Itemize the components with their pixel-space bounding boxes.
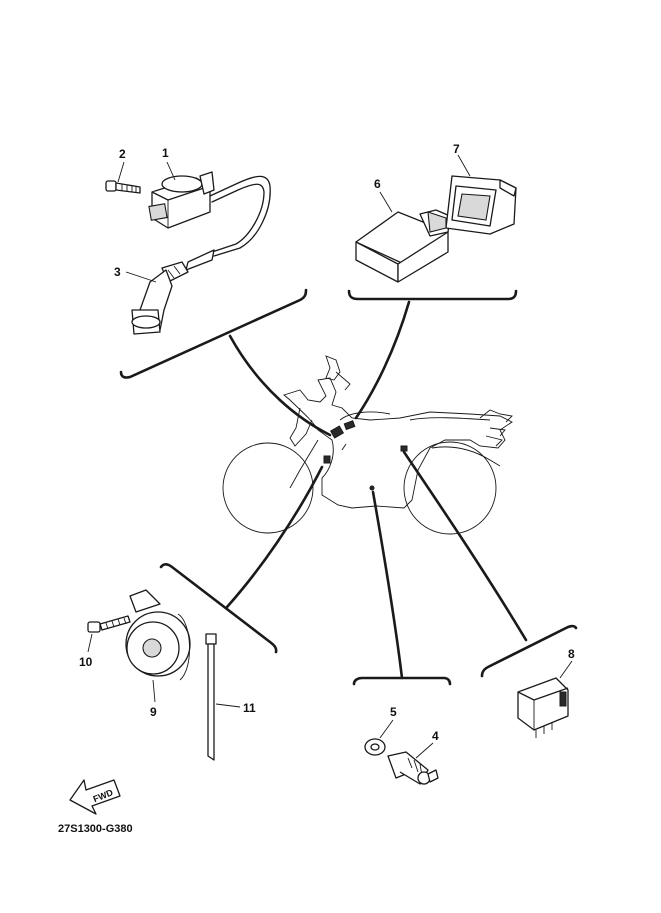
diagram-code: 27S1300-G380 (58, 823, 133, 835)
motorcycle-outline (222, 355, 513, 535)
callout-9: 9 (150, 705, 157, 719)
tank-line (339, 411, 391, 421)
callout-2: 2 (119, 147, 126, 161)
leader-relay (402, 450, 528, 642)
bolt-10 (87, 615, 131, 633)
cable-tie (205, 633, 217, 761)
plug-location-mark (341, 443, 347, 451)
tail-light (479, 409, 513, 447)
rear-fender (431, 446, 501, 467)
callout-8-leader (559, 660, 573, 679)
leader-lines (225, 300, 528, 680)
callout-6-leader (379, 191, 393, 213)
callout-4: 4 (432, 729, 439, 743)
bracket-relay (480, 624, 578, 678)
handlebar (325, 355, 341, 381)
bolt-2 (105, 180, 141, 194)
rear-wheel (403, 441, 497, 535)
forward-arrow-icon: FWD (69, 779, 121, 815)
callout-5-leader (379, 719, 394, 739)
front-wheel (222, 442, 314, 534)
callout-2-leader (117, 161, 125, 183)
horn (125, 589, 191, 681)
lever (335, 371, 351, 391)
callout-leaders (87, 154, 573, 759)
callout-7-leader (457, 154, 471, 177)
ecu-unit (355, 209, 451, 283)
relay (517, 677, 569, 738)
callout-10-leader (87, 633, 93, 653)
front-fender (289, 407, 313, 447)
callout-1: 1 (162, 146, 169, 160)
callout-4-leader (415, 742, 434, 759)
coil-location-mark (329, 425, 345, 439)
callout-9-leader (152, 679, 156, 703)
bracket-ecu (347, 289, 518, 301)
leader-ignition (228, 334, 332, 437)
seat-line (409, 417, 491, 421)
relay-location-mark (400, 445, 408, 452)
leader-ecu (354, 300, 411, 420)
callout-1-leader (166, 161, 176, 181)
bracket-horn (159, 563, 278, 654)
ecu-location-mark (343, 420, 356, 431)
group-brackets (119, 288, 578, 686)
ecu-cover (445, 175, 517, 235)
bracket-ignition (119, 288, 308, 379)
callout-11-leader (215, 703, 241, 708)
neutral-switch (387, 751, 439, 785)
bracket-switch (352, 676, 452, 686)
callout-8: 8 (568, 647, 575, 661)
front-fork (289, 439, 319, 489)
callout-6: 6 (374, 177, 381, 191)
spark-plug-cap (131, 261, 189, 335)
washer (364, 738, 386, 756)
horn-location-mark (323, 455, 331, 464)
callout-3: 3 (114, 265, 121, 279)
switch-location-mark (369, 485, 375, 491)
callout-7: 7 (453, 142, 460, 156)
motorcycle-body (283, 377, 513, 509)
callout-3-leader (125, 271, 157, 283)
leader-horn (225, 465, 324, 609)
callout-10: 10 (79, 655, 93, 669)
callout-5: 5 (390, 705, 397, 719)
leader-switch (371, 490, 404, 680)
callout-11: 11 (243, 701, 256, 715)
ignition-coil (148, 171, 271, 271)
